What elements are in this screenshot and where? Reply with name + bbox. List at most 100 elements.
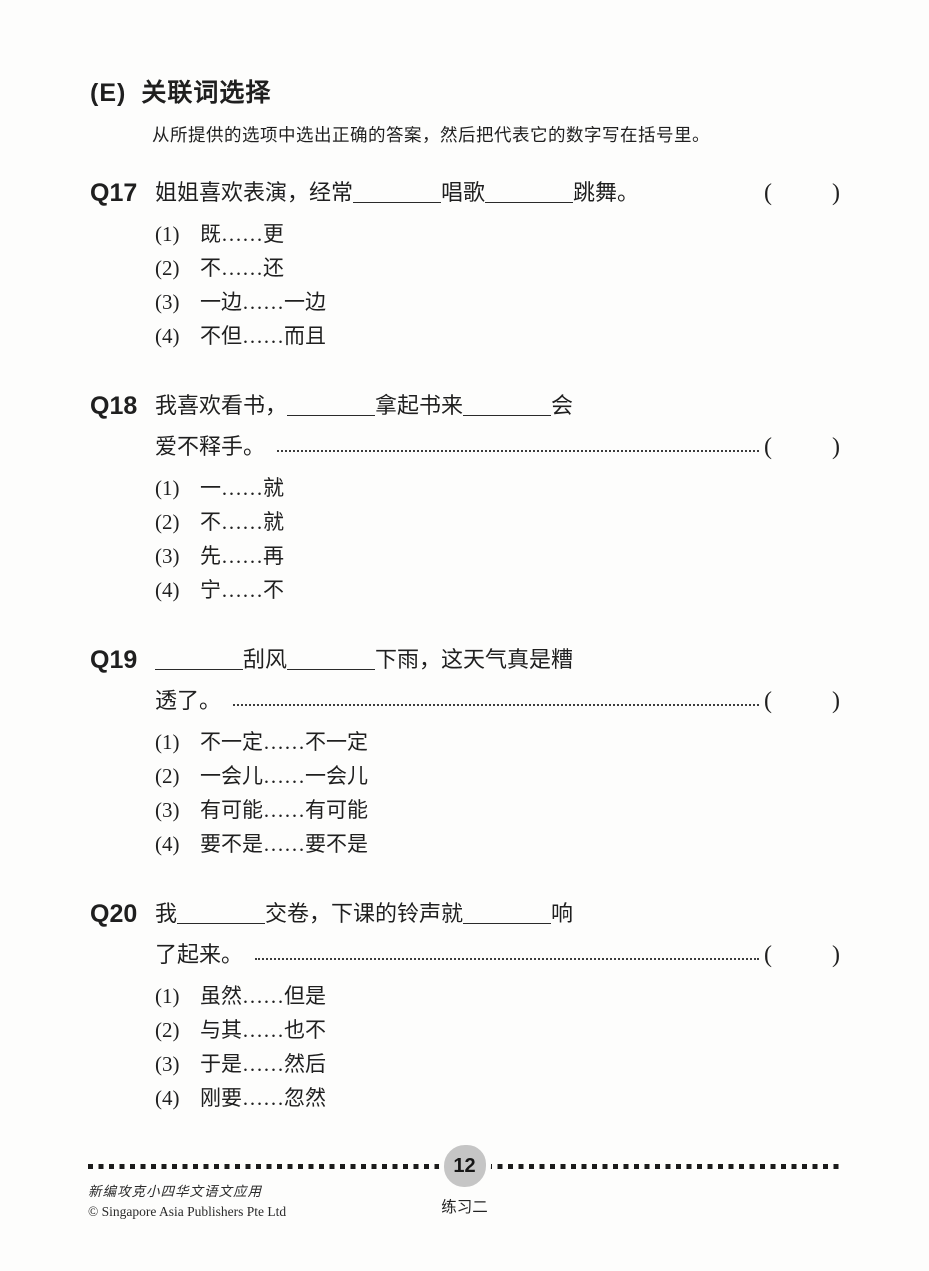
option-number: (3) <box>155 1052 180 1076</box>
question-q17: Q17 姐姐喜欢表演，经常 唱歌 跳舞。 ( ) (1) <box>90 178 840 353</box>
option-text: 于是……然后 <box>200 1052 326 1076</box>
bracket-close: ) <box>832 434 840 460</box>
question-text: 爱不释手。 <box>155 434 266 459</box>
option-row: (4) 不但……而且 <box>155 319 840 353</box>
question-number: Q17 <box>90 179 138 207</box>
option-list: (1) 一……就 (2) 不……就 (3) 先……再 (4) 宁……不 <box>155 471 840 607</box>
option-row: (1) 虽然……但是 <box>155 979 840 1013</box>
question-sentence: 我 交卷，下课的铃声就 响 <box>155 899 840 929</box>
option-number: (3) <box>155 798 180 822</box>
bracket-open: ( <box>764 688 772 714</box>
option-list: (1) 虽然……但是 (2) 与其……也不 (3) 于是……然后 (4) 刚要…… <box>155 979 840 1115</box>
question-text: 会 <box>551 393 574 418</box>
option-row: (2) 不……就 <box>155 505 840 539</box>
option-text: 不……就 <box>200 510 284 534</box>
answer-bracket: ( ) <box>764 178 840 208</box>
option-text: 要不是……要不是 <box>200 832 368 856</box>
option-number: (2) <box>155 510 180 534</box>
option-row: (2) 与其……也不 <box>155 1013 840 1047</box>
question-number: Q18 <box>90 392 138 420</box>
answer-blank <box>287 415 376 416</box>
bracket-close: ) <box>832 180 840 206</box>
option-number: (3) <box>155 544 180 568</box>
question-text: 了起来。 <box>155 942 244 967</box>
answer-blank <box>463 923 552 924</box>
option-number: (2) <box>155 256 180 280</box>
option-number: (1) <box>155 476 180 500</box>
option-row: (4) 刚要……忽然 <box>155 1081 840 1115</box>
question-text: 交卷，下课的铃声就 <box>265 901 464 926</box>
option-text: 虽然……但是 <box>200 984 326 1008</box>
option-number: (3) <box>155 290 180 314</box>
option-row: (4) 要不是……要不是 <box>155 827 840 861</box>
option-number: (1) <box>155 730 180 754</box>
option-text: 与其……也不 <box>200 1018 326 1042</box>
answer-blank <box>485 202 574 203</box>
question-q18: Q18 我喜欢看书， 拿起书来 会 爱不释手。 ( ) <box>90 391 840 607</box>
instruction-text: 从所提供的选项中选出正确的答案，然后把代表它的数字写在括号里。 <box>152 125 710 145</box>
imprint: 新编攻克小四华文语文应用 © Singapore Asia Publishers… <box>88 1182 286 1222</box>
option-number: (1) <box>155 984 180 1008</box>
option-text: 一边……一边 <box>200 290 326 314</box>
option-text: 先……再 <box>200 544 284 568</box>
option-row: (1) 不一定……不一定 <box>155 725 840 759</box>
question-text: 姐姐喜欢表演，经常 <box>155 180 354 205</box>
page-number-badge: 12 <box>438 1140 491 1192</box>
option-row: (3) 先……再 <box>155 539 840 573</box>
answer-blank <box>463 415 552 416</box>
option-text: 不但……而且 <box>200 324 326 348</box>
book-title: 新编攻克小四华文语文应用 <box>88 1184 262 1199</box>
section-label: (E) <box>90 79 127 107</box>
option-number: (4) <box>155 832 180 856</box>
question-text: 刮风 <box>243 647 288 672</box>
option-text: 一会儿……一会儿 <box>200 764 368 788</box>
option-row: (1) 既……更 <box>155 217 840 251</box>
option-row: (1) 一……就 <box>155 471 840 505</box>
question-sentence: 姐姐喜欢表演，经常 唱歌 跳舞。 ( ) <box>155 178 840 208</box>
question-sentence-continued: 爱不释手。 ( ) <box>155 432 840 462</box>
bracket-open: ( <box>764 434 772 460</box>
question-sentence-continued: 了起来。 ( ) <box>155 940 840 970</box>
option-row: (3) 一边……一边 <box>155 285 840 319</box>
option-text: 不……还 <box>200 256 284 280</box>
option-row: (3) 于是……然后 <box>155 1047 840 1081</box>
question-text: 我喜欢看书， <box>155 393 288 418</box>
option-row: (4) 宁……不 <box>155 573 840 607</box>
bracket-close: ) <box>832 688 840 714</box>
question-q20: Q20 我 交卷，下课的铃声就 响 了起来。 ( ) <box>90 899 840 1115</box>
question-text: 我 <box>155 901 178 926</box>
option-text: 宁……不 <box>200 578 284 602</box>
bracket-open: ( <box>764 942 772 968</box>
exercise-label: 练习二 <box>441 1199 488 1216</box>
option-list: (1) 不一定……不一定 (2) 一会儿……一会儿 (3) 有可能……有可能 (… <box>155 725 840 861</box>
dotted-leader <box>255 958 759 960</box>
option-text: 不一定……不一定 <box>200 730 368 754</box>
option-text: 有可能……有可能 <box>200 798 368 822</box>
option-row: (2) 一会儿……一会儿 <box>155 759 840 793</box>
question-text: 跳舞。 <box>573 180 640 205</box>
bracket-open: ( <box>764 180 772 206</box>
option-list: (1) 既……更 (2) 不……还 (3) 一边……一边 (4) 不但……而且 <box>155 217 840 353</box>
question-number: Q20 <box>90 900 138 928</box>
answer-blank <box>287 669 376 670</box>
dotted-leader <box>233 704 759 706</box>
option-row: (3) 有可能……有可能 <box>155 793 840 827</box>
question-text: 下雨，这天气真是糟 <box>375 647 574 672</box>
option-text: 刚要……忽然 <box>200 1086 326 1110</box>
option-number: (1) <box>155 222 180 246</box>
option-number: (4) <box>155 1086 180 1110</box>
copyright-text: © Singapore Asia Publishers Pte Ltd <box>88 1204 287 1219</box>
option-number: (2) <box>155 764 180 788</box>
page-number: 12 <box>453 1154 476 1177</box>
bracket-close: ) <box>832 942 840 968</box>
section-header: (E) 关联词选择 <box>90 73 840 109</box>
answer-blank <box>155 669 243 670</box>
option-number: (4) <box>155 578 180 602</box>
question-sentence: 刮风 下雨，这天气真是糟 <box>155 645 840 675</box>
question-text: 响 <box>551 901 574 926</box>
option-row: (2) 不……还 <box>155 251 840 285</box>
question-q19: Q19 刮风 下雨，这天气真是糟 透了。 ( ) <box>90 645 840 861</box>
question-text: 拿起书来 <box>375 393 464 418</box>
question-sentence-continued: 透了。 ( ) <box>155 686 840 716</box>
